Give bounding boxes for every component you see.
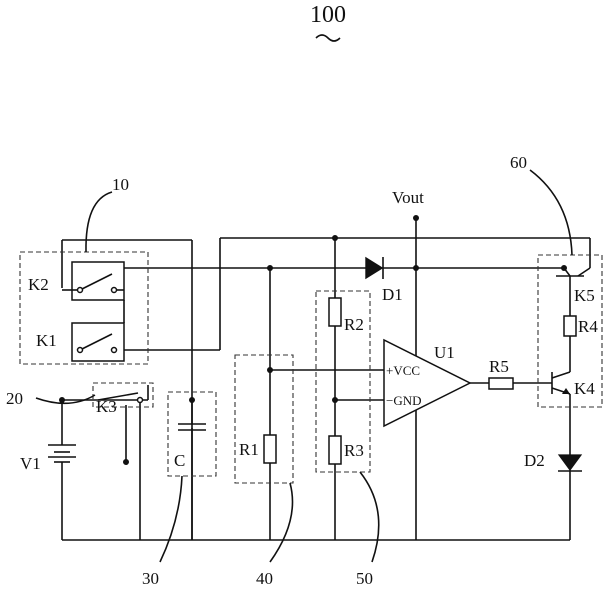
callout-leaders [35, 169, 573, 563]
label-k1: K1 [36, 331, 57, 350]
r1-resistor [263, 434, 277, 464]
label-k5: K5 [574, 286, 595, 305]
callout-10: 10 [112, 175, 129, 194]
label-u1: U1 [434, 343, 455, 362]
wires [61, 218, 591, 541]
figure-tilde [315, 34, 341, 42]
label-r1: R1 [239, 440, 259, 459]
label-r4: R4 [578, 317, 598, 336]
label-v1: V1 [20, 454, 41, 473]
k1-switch [71, 322, 125, 362]
callout-40: 40 [256, 569, 273, 588]
diode-d1 [365, 256, 384, 280]
label-r2: R2 [344, 315, 364, 334]
r5-resistor [488, 377, 514, 390]
r2-resistor [328, 297, 342, 327]
label-k3: K3 [96, 397, 117, 416]
label-r3: R3 [344, 441, 364, 460]
callout-50: 50 [356, 569, 373, 588]
figure-number: 100 [310, 2, 346, 28]
label-k4: K4 [574, 379, 595, 398]
capacitor-block-30 [167, 391, 217, 477]
label-c: C [174, 451, 185, 470]
diode-d2 [557, 454, 583, 472]
relay-block-10 [19, 251, 149, 365]
r4-resistor [563, 315, 577, 337]
callout-20: 20 [6, 389, 23, 408]
divider-block-50 [315, 290, 371, 473]
label-r5: R5 [489, 357, 509, 376]
battery-v1 [48, 444, 76, 463]
r3-resistor [328, 435, 342, 465]
label-d2: D2 [524, 451, 545, 470]
label-d1: D1 [382, 285, 403, 304]
callout-30: 30 [142, 569, 159, 588]
pin-gnd: −GND [386, 393, 422, 408]
callout-60: 60 [510, 153, 527, 172]
resistor-block-40 [234, 354, 294, 484]
label-k2: K2 [28, 275, 49, 294]
transistor-block-60 [537, 254, 603, 408]
switch-block-20 [92, 382, 154, 408]
label-vout: Vout [392, 188, 424, 207]
opamp-u1 [383, 338, 472, 428]
pin-vcc: +VCC [386, 363, 420, 378]
